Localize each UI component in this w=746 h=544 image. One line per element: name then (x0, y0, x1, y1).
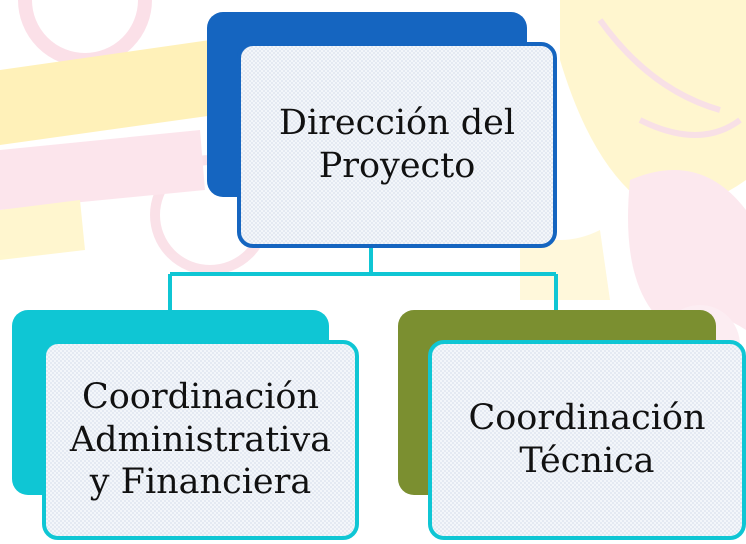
top-node: Dirección del Proyecto (237, 42, 557, 248)
bg-yellow-blob-right (560, 0, 746, 207)
right-node-label: Coordinación Técnica (468, 398, 706, 481)
left-node: Coordinación Administrativa y Financiera (42, 340, 359, 540)
top-node-label: Dirección del Proyecto (278, 103, 516, 186)
right-node: Coordinación Técnica (428, 340, 746, 540)
bg-outline-right (597, 18, 742, 138)
bg-yellow-strip-2 (0, 200, 85, 260)
left-node-label: Coordinación Administrativa y Financiera (69, 376, 332, 503)
bg-pink-strip-1 (0, 130, 205, 210)
bg-pink-blob-right (628, 170, 746, 330)
bg-yellow-strip-1 (0, 40, 215, 145)
